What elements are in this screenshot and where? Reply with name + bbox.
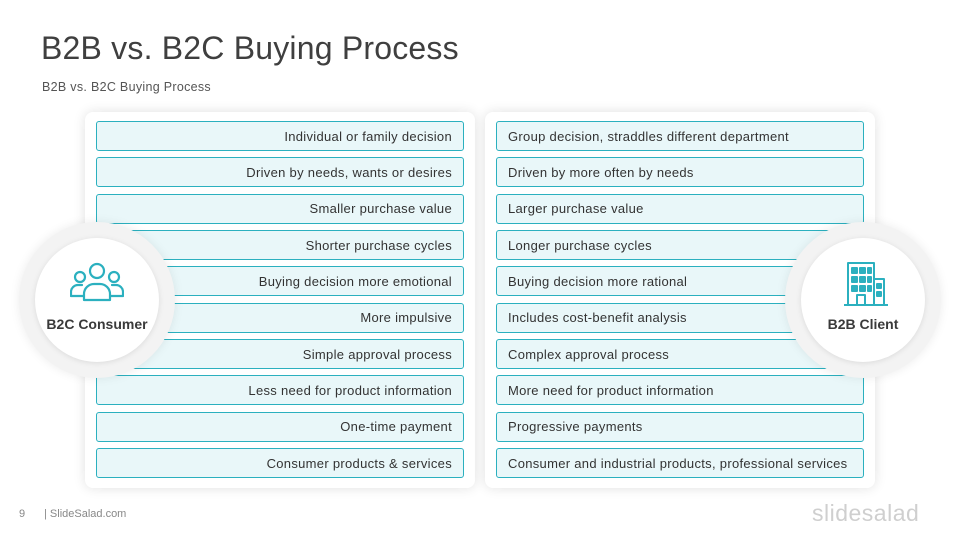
b2c-list: Individual or family decision Driven by … (96, 121, 464, 484)
b2c-item: Smaller purchase value (96, 193, 464, 224)
b2c-item: Individual or family decision (96, 121, 464, 151)
b2b-item: Larger purchase value (496, 193, 864, 224)
b2b-item: Consumer and industrial products, profes… (496, 448, 864, 479)
b2b-badge-inner: B2B Client (801, 238, 925, 362)
b2c-item: Driven by needs, wants or desires (96, 157, 464, 188)
b2b-item: Group decision, straddles different depa… (496, 121, 864, 151)
b2b-item: More need for product information (496, 375, 864, 406)
b2c-consumer-badge: B2C Consumer (19, 222, 175, 378)
b2b-client-label: B2B Client (827, 316, 899, 332)
b2b-panel: Group decision, straddles different depa… (485, 112, 875, 488)
slidesalad-logo: slidesalad (812, 500, 920, 526)
b2b-list: Group decision, straddles different depa… (496, 121, 864, 484)
b2c-item: One-time payment (96, 411, 464, 442)
b2c-item: Less need for product information (96, 375, 464, 406)
b2b-client-badge: B2B Client (785, 222, 941, 378)
b2c-consumer-label: B2C Consumer (46, 316, 148, 332)
b2c-item: Consumer products & services (96, 448, 464, 479)
users-group-icon (70, 262, 124, 302)
slide-subtitle: B2B vs. B2C Buying Process (42, 80, 211, 94)
office-building-icon (844, 262, 888, 306)
page-number: 9 (19, 508, 26, 520)
b2c-badge-inner: B2C Consumer (35, 238, 159, 362)
b2b-item: Driven by more often by needs (496, 157, 864, 188)
slide-title: B2B vs. B2C Buying Process (41, 30, 459, 66)
b2c-panel: Individual or family decision Driven by … (85, 112, 475, 488)
footer-brand: | SlideSalad.com (44, 508, 127, 520)
b2b-item: Progressive payments (496, 411, 864, 442)
